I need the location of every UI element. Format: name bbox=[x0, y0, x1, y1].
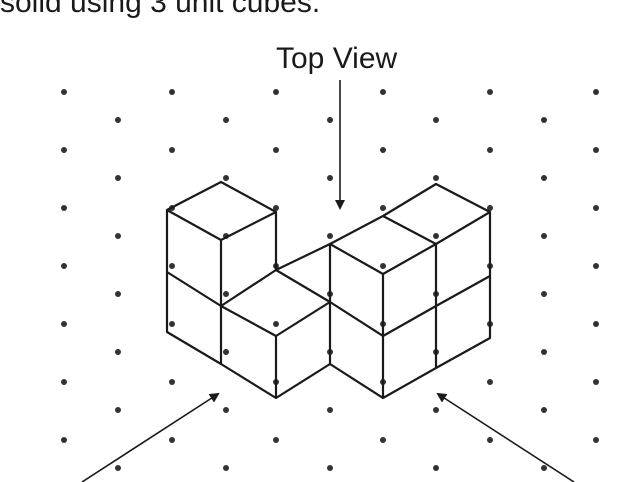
grid-dot bbox=[273, 321, 279, 327]
grid-dot bbox=[223, 349, 229, 355]
grid-dot bbox=[115, 175, 121, 181]
up-right-arrow-icon bbox=[81, 392, 220, 482]
grid-dot bbox=[115, 407, 121, 413]
right-block-outline bbox=[328, 182, 492, 400]
grid-dot bbox=[593, 205, 599, 211]
grid-dot bbox=[327, 233, 333, 239]
grid-dot bbox=[273, 205, 279, 211]
grid-dot bbox=[380, 263, 386, 269]
grid-dot bbox=[61, 379, 67, 385]
grid-dot bbox=[593, 89, 599, 95]
grid-dot bbox=[327, 175, 333, 181]
grid-dot bbox=[433, 407, 439, 413]
left-column-outline bbox=[165, 180, 278, 366]
grid-dot bbox=[327, 117, 333, 123]
grid-dot bbox=[541, 175, 547, 181]
grid-dot bbox=[61, 147, 67, 153]
grid-dot bbox=[223, 465, 229, 471]
grid-dot bbox=[273, 89, 279, 95]
grid-dot bbox=[61, 437, 67, 443]
grid-dot bbox=[115, 291, 121, 297]
grid-dot bbox=[169, 89, 175, 95]
grid-dot bbox=[541, 117, 547, 123]
grid-dot bbox=[169, 321, 175, 327]
grid-dot bbox=[593, 321, 599, 327]
grid-dot bbox=[61, 321, 67, 327]
grid-dot bbox=[487, 89, 493, 95]
grid-dot bbox=[327, 407, 333, 413]
grid-dot bbox=[61, 205, 67, 211]
grid-dot bbox=[169, 147, 175, 153]
grid-dot bbox=[593, 147, 599, 153]
grid-dot bbox=[541, 291, 547, 297]
grid-dot bbox=[541, 349, 547, 355]
grid-dot bbox=[593, 263, 599, 269]
grid-dot bbox=[433, 465, 439, 471]
grid-dot bbox=[593, 437, 599, 443]
grid-dot bbox=[169, 379, 175, 385]
grid-dot bbox=[223, 291, 229, 297]
view-arrows bbox=[81, 80, 575, 482]
grid-dot bbox=[541, 465, 547, 471]
grid-dot bbox=[115, 349, 121, 355]
front-cube-outline bbox=[219, 268, 332, 400]
up-left-arrow-icon bbox=[436, 392, 575, 482]
grid-dot bbox=[223, 117, 229, 123]
grid-dot bbox=[380, 147, 386, 153]
grid-dot bbox=[487, 205, 493, 211]
grid-dot bbox=[273, 147, 279, 153]
grid-dot bbox=[169, 437, 175, 443]
grid-dot bbox=[487, 437, 493, 443]
grid-dot bbox=[380, 205, 386, 211]
grid-dot bbox=[169, 263, 175, 269]
grid-dot bbox=[115, 233, 121, 239]
grid-dot bbox=[115, 117, 121, 123]
grid-dot bbox=[487, 379, 493, 385]
grid-dot bbox=[380, 89, 386, 95]
grid-dot bbox=[541, 233, 547, 239]
grid-dot bbox=[223, 175, 229, 181]
grid-dot bbox=[433, 175, 439, 181]
grid-dot bbox=[273, 437, 279, 443]
grid-dot bbox=[223, 407, 229, 413]
grid-dot bbox=[380, 437, 386, 443]
grid-dot bbox=[541, 407, 547, 413]
grid-dot bbox=[487, 147, 493, 153]
back-cube-outline bbox=[274, 242, 332, 304]
grid-dot bbox=[433, 117, 439, 123]
grid-dot bbox=[61, 89, 67, 95]
cube-solid bbox=[165, 180, 492, 400]
grid-dot bbox=[433, 233, 439, 239]
grid-dot bbox=[593, 379, 599, 385]
top-view-label: Top View bbox=[276, 42, 398, 75]
grid-dot bbox=[115, 465, 121, 471]
question-text-fragment: solid using 3 unit cubes. bbox=[0, 0, 321, 19]
grid-dot bbox=[327, 465, 333, 471]
grid-dot bbox=[61, 263, 67, 269]
